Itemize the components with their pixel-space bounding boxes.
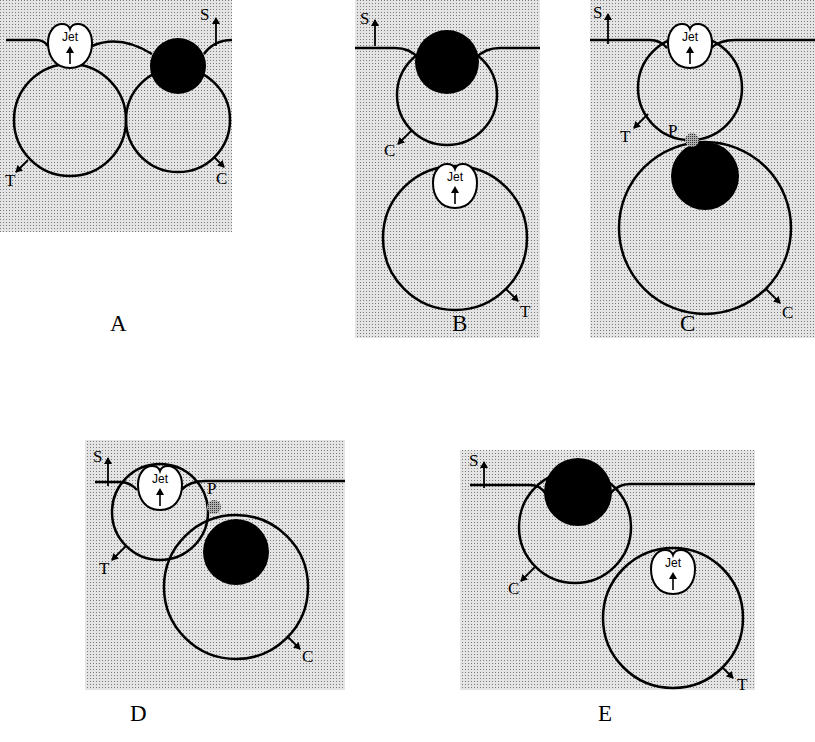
symbol-label: S <box>200 6 209 24</box>
symbol-label: S <box>93 448 102 466</box>
jet-shape <box>431 162 479 210</box>
symbol-label: C <box>508 580 519 598</box>
symbol-label: S <box>469 452 478 470</box>
symbol-label: P <box>668 122 677 140</box>
symbol-label: T <box>99 560 109 578</box>
symbol-label: C <box>782 304 793 322</box>
symbol-label: T <box>520 303 530 321</box>
jet-label: Jet <box>649 557 697 570</box>
symbol-label: C <box>384 142 395 160</box>
symbol-label: T <box>5 172 15 190</box>
jet-label: Jet <box>431 171 479 184</box>
jet-node: Jet <box>666 22 714 70</box>
panel-letter: A <box>110 312 127 336</box>
symbol-label: T <box>620 128 630 146</box>
jet-node: Jet <box>431 162 479 210</box>
jet-shape <box>136 464 184 512</box>
panel-letter: C <box>680 312 695 336</box>
symbol-label: S <box>593 4 602 22</box>
jet-node: Jet <box>46 22 94 70</box>
symbol-label: C <box>302 648 313 666</box>
jet-label: Jet <box>136 473 184 486</box>
symbol-label: T <box>737 676 747 694</box>
panel-letter: B <box>452 312 467 336</box>
jet-shape <box>666 22 714 70</box>
jet-label: Jet <box>46 31 94 44</box>
jet-shape <box>46 22 94 70</box>
symbol-label: S <box>360 10 369 28</box>
symbol-label: P <box>207 480 216 498</box>
jet-shape <box>649 548 697 596</box>
panel-letter: D <box>130 702 147 726</box>
panel-letter: E <box>598 702 612 726</box>
symbol-label: C <box>216 170 227 188</box>
jet-label: Jet <box>666 31 714 44</box>
jet-node: Jet <box>136 464 184 512</box>
jet-node: Jet <box>649 548 697 596</box>
